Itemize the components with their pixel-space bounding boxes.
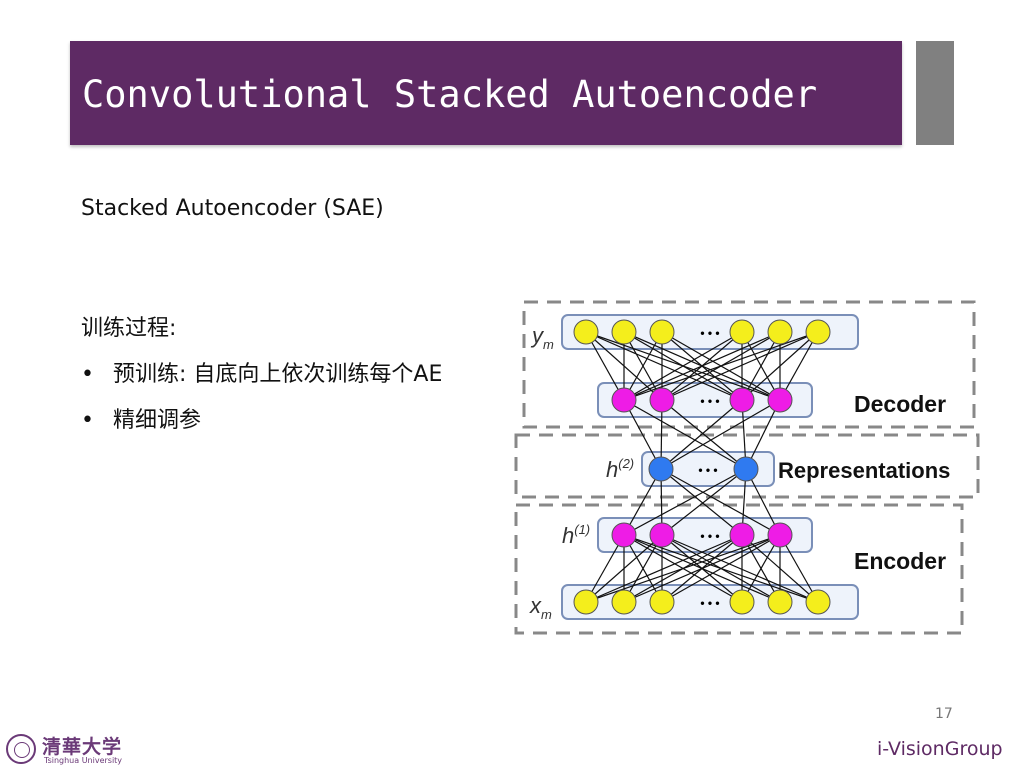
connection-line: [623, 534, 663, 603]
decoder-ellipsis: • • •: [700, 394, 719, 408]
decoder-node: [649, 387, 675, 413]
output-node: [611, 319, 637, 345]
connection-line: [660, 399, 743, 470]
output-node: [805, 319, 831, 345]
connection-line: [623, 331, 781, 401]
encoder-node: [767, 522, 793, 548]
input-label-main: x: [529, 593, 542, 618]
encoder-node: [611, 522, 637, 548]
sae-diagram: • • • • • • • • • • • • • • • ym h(2) h(…: [514, 300, 980, 635]
connection-line: [661, 468, 747, 536]
representation-node: [648, 456, 674, 482]
decoder-node: [767, 387, 793, 413]
bullet-marker: •: [81, 362, 94, 387]
h2-label-main: h: [606, 457, 618, 482]
decoder-node: [611, 387, 637, 413]
representation-node: [733, 456, 759, 482]
connection-lines: [585, 331, 819, 603]
connection-line: [661, 331, 819, 401]
connection-line: [623, 468, 747, 536]
input-label: xm: [529, 593, 552, 622]
bullet-item: • 预训练: 自底向上依次训练每个AE: [81, 356, 442, 388]
h2-label-sup: (2): [618, 456, 634, 471]
input-node: [649, 589, 675, 615]
title-bar: Convolutional Stacked Autoencoder: [70, 41, 902, 145]
encoder-dashed-box: [514, 503, 964, 635]
input-node: [729, 589, 755, 615]
input-label-sub: m: [541, 607, 552, 622]
representations-label: Representations: [778, 458, 950, 483]
bullet-item: • 精细调参: [81, 402, 201, 434]
h1-label-sup: (1): [574, 522, 590, 537]
output-label-sub: m: [543, 337, 554, 352]
logo-english-text: Tsinghua University: [44, 756, 123, 765]
tsinghua-seal-icon: [6, 734, 36, 764]
connection-line: [661, 534, 819, 603]
encoder-node: [729, 522, 755, 548]
output-node: [767, 319, 793, 345]
decoder-hidden-box: [597, 382, 813, 418]
connection-line: [585, 534, 663, 603]
representations-dashed-box: [514, 433, 980, 499]
output-node: [649, 319, 675, 345]
output-label-main: y: [530, 323, 545, 348]
bullet-text: 精细调参: [113, 408, 202, 433]
connection-line: [623, 331, 663, 401]
brand-name: i-VisionGroup: [877, 738, 1003, 760]
decoder-label: Decoder: [854, 391, 946, 417]
connection-line: [623, 399, 662, 470]
input-node: [805, 589, 831, 615]
connection-line: [741, 534, 781, 603]
title-accent-bar: [916, 41, 954, 145]
connection-line: [741, 331, 781, 401]
connection-line: [660, 468, 743, 536]
section-heading: 训练过程:: [81, 316, 177, 341]
decoder-node: [729, 387, 755, 413]
connection-line: [585, 534, 625, 603]
connection-line: [779, 331, 819, 401]
h1-label: h(1): [562, 522, 590, 548]
connection-line: [741, 331, 819, 401]
representation-ellipsis: • • •: [698, 463, 717, 477]
connection-line: [661, 399, 747, 470]
connection-line: [661, 534, 781, 603]
input-node: [767, 589, 793, 615]
encoder-label: Encoder: [854, 548, 946, 574]
input-node: [611, 589, 637, 615]
connection-line: [623, 468, 662, 536]
slide-title: Convolutional Stacked Autoencoder: [82, 73, 818, 116]
output-label: ym: [530, 323, 554, 352]
bullet-text: 预训练: 自底向上依次训练每个AE: [113, 362, 443, 387]
connection-line: [585, 331, 625, 401]
h1-label-main: h: [562, 523, 574, 548]
connection-line: [660, 468, 781, 536]
connection-line: [585, 534, 781, 603]
connection-line: [623, 399, 747, 470]
logo-chinese-text: 清華大学: [42, 736, 123, 758]
decoder-dashed-box: [522, 300, 976, 429]
connection-line: [623, 331, 819, 401]
encoder-node: [649, 522, 675, 548]
connection-line: [585, 331, 743, 401]
h2-label: h(2): [606, 456, 634, 482]
slide-subtitle: Stacked Autoencoder (SAE): [81, 196, 384, 221]
output-node: [729, 319, 755, 345]
input-node: [573, 589, 599, 615]
page-number: 17: [935, 706, 953, 722]
connection-line: [779, 534, 819, 603]
connection-line: [585, 534, 743, 603]
output-ellipsis: • • •: [700, 326, 719, 340]
connection-line: [623, 331, 743, 401]
tsinghua-logo: 清華大学 Tsinghua University: [6, 734, 122, 766]
bullet-marker: •: [81, 408, 94, 433]
layer-nodes: [573, 319, 831, 615]
connection-line: [623, 534, 781, 603]
connection-line: [660, 399, 781, 470]
input-ellipsis: • • •: [700, 596, 719, 610]
connection-line: [745, 399, 781, 470]
output-node: [573, 319, 599, 345]
encoder-ellipsis: • • •: [700, 529, 719, 543]
